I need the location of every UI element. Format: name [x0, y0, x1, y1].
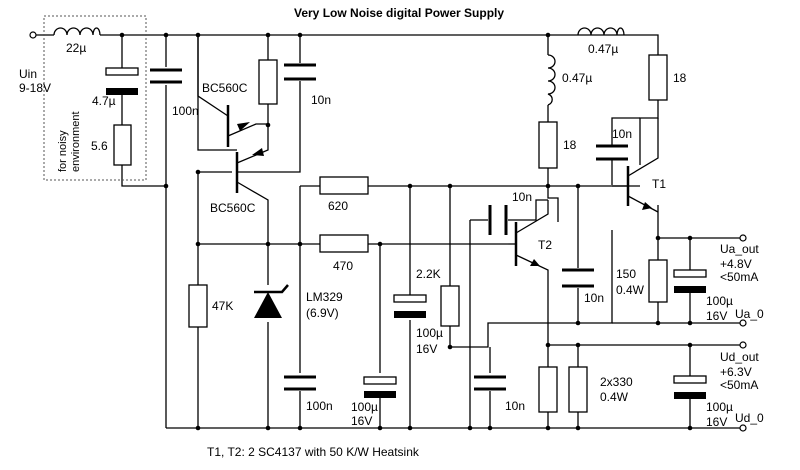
- transistor-t2: [508, 200, 549, 274]
- label-c-100u-c-volt: 16V: [706, 309, 727, 323]
- capacitor-10n-a: [284, 63, 316, 81]
- capacitor-100u-c: [673, 269, 707, 293]
- junctions: [119, 32, 693, 431]
- label-q-lower: BC560C: [210, 201, 256, 215]
- label-c-10n-e: 10n: [612, 127, 632, 141]
- input-range: 9-18V: [19, 81, 51, 95]
- label-r-2k2: 2.2K: [416, 267, 441, 281]
- noisy-env-line2: environment: [70, 111, 82, 172]
- terminals: [29, 31, 747, 432]
- label-r-in: 5.6: [91, 139, 108, 153]
- diagram-title: Very Low Noise digital Power Supply: [294, 6, 504, 20]
- zener-lm329: [254, 284, 289, 318]
- label-zener-volt: (6.9V): [306, 306, 339, 320]
- resistor-47k: [188, 284, 208, 328]
- footnote: T1, T2: 2 SC4137 with 50 K/W Heatsink: [207, 445, 420, 459]
- label-ud-out: Ud_out: [720, 350, 759, 364]
- label-r-2x330-val: 2x330: [600, 375, 633, 389]
- inductor-0u47-top: [577, 27, 625, 36]
- label-t1: T1: [652, 177, 666, 191]
- label-c-10n-c: 10n: [584, 291, 604, 305]
- resistor-620: [319, 176, 369, 195]
- capacitor-10n-e: [596, 144, 628, 161]
- label-l-top: 0.47µ: [588, 42, 618, 56]
- capacitor-100u-a: [363, 376, 397, 398]
- inductor-0u47-mid: [547, 54, 556, 106]
- label-r-2x330-pwr: 0.4W: [600, 390, 629, 404]
- resistor-330-b: [568, 366, 588, 413]
- label-q-upper: BC560C: [202, 81, 248, 95]
- transistor-bc560c-lower: [235, 125, 269, 218]
- input-name: Uin: [19, 67, 37, 81]
- resistor-2k2: [440, 285, 460, 327]
- resistor-150: [648, 259, 668, 303]
- label-l-mid: 0.47µ: [562, 71, 592, 85]
- label-r-150-val: 150: [616, 267, 636, 281]
- label-r-150-pwr: 0.4W: [616, 283, 645, 297]
- label-c-100u-d-val: 100µ: [706, 400, 733, 414]
- resistor-top-bc: [258, 59, 278, 105]
- label-ud-0: Ud_0: [735, 411, 764, 425]
- terminal-ua-0: [739, 319, 747, 327]
- label-r-620: 620: [328, 199, 348, 213]
- label-c-10n-d: 10n: [505, 399, 525, 413]
- capacitor-100u-d: [673, 375, 707, 399]
- label-ua-volt: +4.8V: [720, 257, 752, 271]
- label-r-470: 470: [333, 259, 353, 273]
- resistor-18-top: [648, 54, 668, 101]
- label-c-10n-b: 10n: [512, 190, 532, 204]
- label-t2: T2: [538, 238, 552, 252]
- capacitor-4u7: [105, 67, 139, 95]
- terminal-ud-out: [739, 341, 747, 349]
- label-c-100n-b: 100n: [306, 399, 333, 413]
- label-ua-0: Ua_0: [735, 307, 764, 321]
- resistor-330-a: [538, 366, 558, 413]
- label-l-in: 22µ: [66, 41, 86, 55]
- capacitor-10n-c: [562, 268, 594, 288]
- label-c-100n-a: 100n: [172, 104, 199, 118]
- terminal-uin: [29, 31, 37, 39]
- label-ud-volt: +6.3V: [720, 365, 752, 379]
- label-ua-out: Ua_out: [720, 242, 759, 256]
- label-zener-name: LM329: [306, 290, 343, 304]
- resistor-5r6: [113, 124, 132, 166]
- resistor-470: [319, 234, 369, 253]
- wires: [36, 34, 740, 429]
- label-r-18-mid: 18: [563, 138, 577, 152]
- label-ua-curr: <50mA: [720, 270, 758, 284]
- label-c-10n-a: 10n: [311, 93, 331, 107]
- label-c-100u-a-volt: 16V: [351, 414, 372, 428]
- capacitor-10n-d: [474, 375, 506, 391]
- label-ud-curr: <50mA: [720, 378, 758, 392]
- capacitor-10n-b: [488, 205, 508, 235]
- inductor-22u: [53, 27, 101, 36]
- capacitor-100n-a: [150, 68, 182, 84]
- label-c-100u-a-val: 100µ: [351, 400, 378, 414]
- transistor-bc560c-upper: [197, 35, 268, 147]
- label-r-18-top: 18: [673, 71, 687, 85]
- resistor-18-mid: [538, 121, 558, 169]
- terminal-ua-out: [739, 234, 747, 242]
- label-c-in-elko: 4.7µ: [92, 94, 116, 108]
- label-c-100u-d-volt: 16V: [706, 415, 727, 429]
- terminal-ud-0: [739, 424, 747, 432]
- label-c-100u-b-val: 100µ: [416, 326, 443, 340]
- capacitor-100n-b: [284, 375, 316, 391]
- transistor-t1: [612, 118, 659, 213]
- noisy-env-line1: for noisy: [57, 130, 69, 172]
- label-c-100u-b-volt: 16V: [416, 342, 437, 356]
- label-r-47k: 47K: [212, 299, 233, 313]
- capacitor-100u-b: [393, 294, 427, 318]
- noisy-environment-box: [43, 15, 147, 181]
- label-c-100u-c-val: 100µ: [706, 294, 733, 308]
